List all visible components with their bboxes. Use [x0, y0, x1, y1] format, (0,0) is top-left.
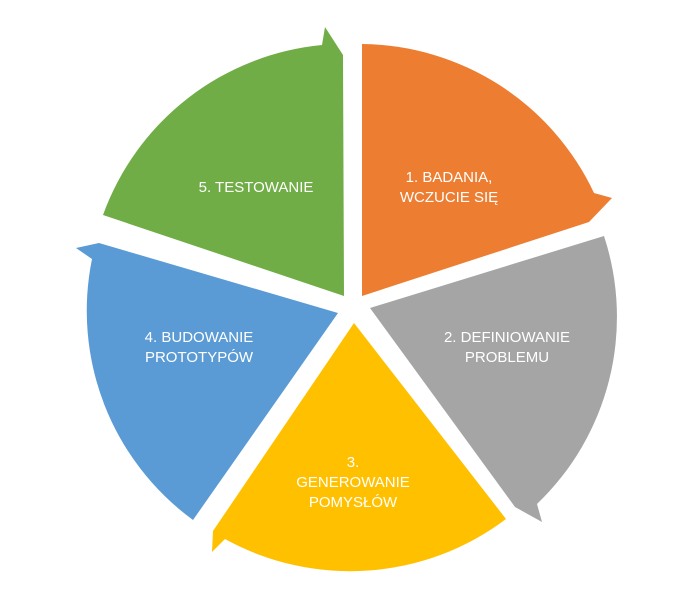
- segment-label-badania: 1. BADANIA, WCZUCIE SIĘ: [399, 169, 499, 206]
- segment-label-generowanie: 3. GENEROWANIE POMYSŁÓW: [296, 454, 410, 511]
- segment-label-testowanie: 5. TESTOWANIE: [198, 179, 314, 196]
- segment-label-budowanie: 4. BUDOWANIE PROTOTYPÓW: [144, 329, 254, 366]
- segment-generowanie: [212, 323, 506, 572]
- segment-definiowanie: [370, 236, 617, 522]
- segment-budowanie: [76, 243, 338, 520]
- segment-testowanie: [103, 27, 344, 296]
- segment-label-definiowanie: 2. DEFINIOWANIE PROBLEMU: [443, 329, 571, 366]
- segment-badania: [362, 44, 612, 296]
